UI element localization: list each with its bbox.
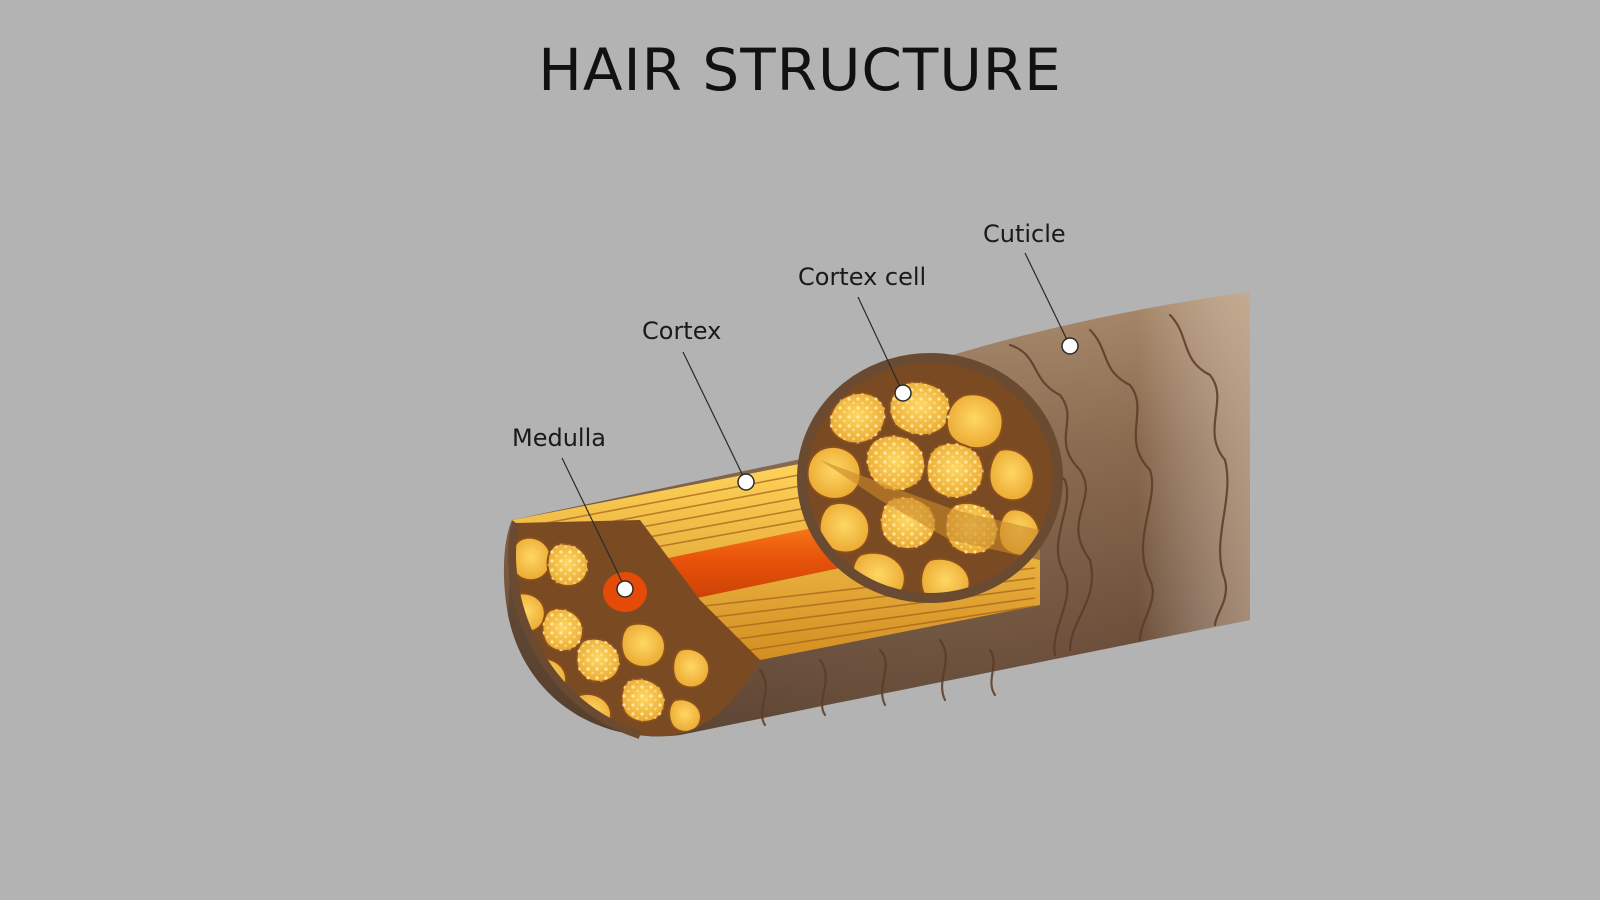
- medulla-marker: [616, 580, 634, 598]
- label-cortex: Cortex: [642, 317, 721, 345]
- label-medulla: Medulla: [512, 424, 606, 452]
- label-cortex-cell: Cortex cell: [798, 263, 926, 291]
- cortex-leader: [682, 351, 747, 483]
- cortex-cell-marker: [894, 384, 912, 402]
- cut-notch: [820, 460, 1040, 560]
- cortex-cell-leader: [857, 296, 904, 394]
- cortex-marker: [737, 473, 755, 491]
- label-cuticle: Cuticle: [983, 220, 1066, 248]
- cortex-cells-right: [806, 380, 1040, 598]
- page-title: HAIR STRUCTURE: [538, 36, 1062, 104]
- cuticle-leader: [1024, 252, 1071, 347]
- medulla-leader: [561, 457, 626, 589]
- cuticle-marker: [1061, 337, 1079, 355]
